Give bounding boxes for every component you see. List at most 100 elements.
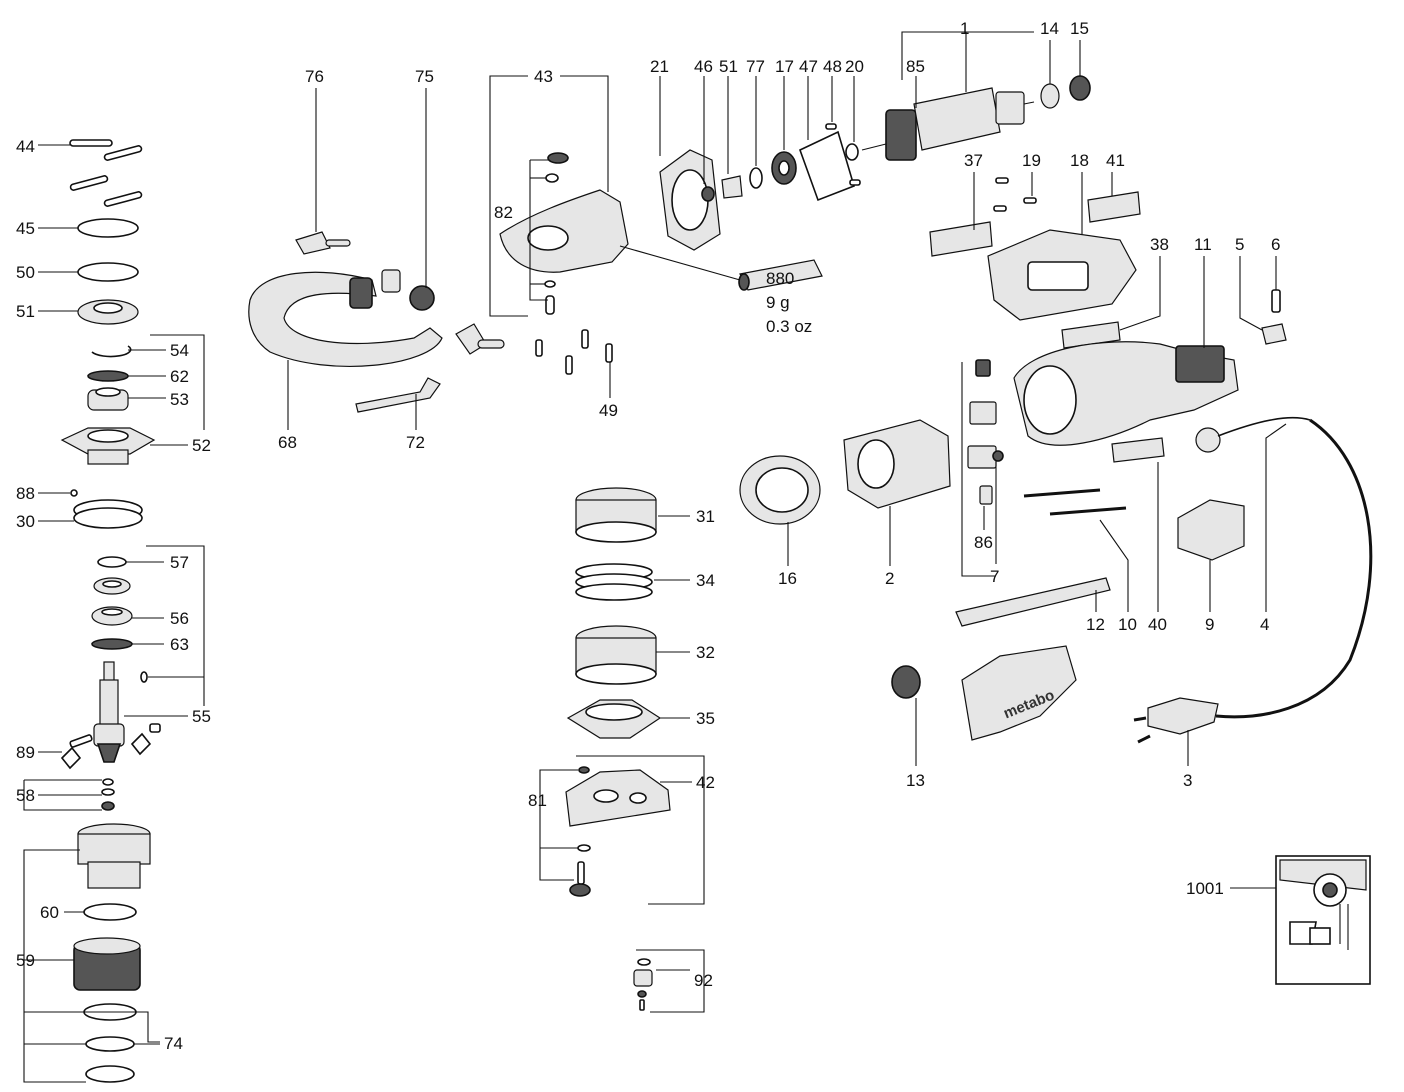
label-54: 54 [170,341,189,360]
label-81: 81 [528,791,547,810]
part-handle-bolt [455,323,505,355]
label-46: 46 [694,57,713,76]
label-62: 62 [170,367,189,386]
label-20: 20 [845,57,864,76]
label-35: 35 [696,709,715,728]
part-56-bearing [91,606,133,626]
part-15-sleeve [1069,75,1091,101]
label-92: 92 [694,971,713,990]
part-3-mains-plug [1133,697,1219,744]
label-2: 2 [885,569,894,588]
part-92-parts [633,958,653,1011]
part-74-ring-c [85,1065,135,1083]
part-19-screws [993,177,1037,212]
label-3: 3 [1183,771,1192,790]
part-5-clamp [1261,323,1287,345]
part-17-bearing [771,151,797,185]
label-30: 30 [16,512,35,531]
label-1001: 1001 [1186,879,1224,898]
label-42: 42 [696,773,715,792]
label-76: 76 [305,67,324,86]
label-72: 72 [406,433,425,452]
label-37: 37 [964,151,983,170]
label-89: 89 [16,743,35,762]
part-cover: metabo [961,645,1077,741]
part-63-wave-washer [91,638,133,650]
part-21-gear-flange [659,149,721,251]
part-42-guard-plate [565,769,671,827]
label-47: 47 [799,57,818,76]
part-2-stator [843,419,951,509]
part-53-bearing [87,387,129,411]
part-52-bearing-flange [60,427,156,465]
label-86: 86 [974,533,993,552]
label-53: 53 [170,390,189,409]
label-18: 18 [1070,151,1089,170]
part-32-ring [575,625,657,685]
label-21: 21 [650,57,669,76]
part-13-cap [891,665,921,699]
part-62-wave-washer [87,370,129,382]
label-75: 75 [415,67,434,86]
part-43-dust-hood [499,189,629,273]
part-49-screws [535,329,613,375]
part-9-switch [1177,499,1245,561]
part-55-spindle [93,661,125,763]
part-48b-screw [849,179,861,186]
part-59-housing [77,823,151,889]
label-4: 4 [1260,615,1269,634]
part-40-label [1111,437,1165,463]
part-44-screws [69,139,143,207]
label-880: 880 [766,269,794,288]
label-9: 9 [1205,615,1214,634]
label-11: 11 [1194,235,1212,254]
part-16-fan-baffle [739,455,821,525]
part-30-ring [73,499,143,529]
label-51: 51 [16,302,35,321]
part-45-o-ring [77,218,139,238]
part-60-ring [83,903,137,921]
label-13: 13 [906,771,925,790]
part-1001-wiring-inset [1275,855,1371,985]
part-89-pins [60,723,161,770]
part-57b-seal [93,577,131,595]
label-52: 52 [192,436,211,455]
part-880-grease-tube [738,259,823,291]
part-12-slide-bar [955,577,1111,627]
label-19: 19 [1022,151,1041,170]
part-54-circlip [91,345,132,358]
part-38-label [1061,321,1121,349]
label-45: 45 [16,219,35,238]
part-11-motor-housing [1013,341,1239,446]
part-75-part [381,269,435,311]
part-48-screw [825,123,837,130]
label-77: 77 [746,57,765,76]
part-10-wires [1023,488,1127,516]
part-55-key [140,671,148,683]
part-1-armature [861,87,1035,161]
label-74: 74 [164,1034,183,1053]
label-63: 63 [170,635,189,654]
part-4-cable [1195,416,1373,719]
label-38: 38 [1150,235,1169,254]
part-37-label [929,221,993,257]
part-20-bushing [845,143,859,161]
label-10: 10 [1118,615,1137,634]
part-68-stirrup-handle [248,271,443,367]
label-60: 60 [40,903,59,922]
label-15: 15 [1070,19,1089,38]
part-81-parts [569,766,591,897]
label-40: 40 [1148,615,1167,634]
part-47-plate [799,130,855,202]
label-grease-g: 9 g [766,293,790,312]
part-7-brush-holders [967,359,1004,469]
part-46-nut [701,186,715,202]
label-88: 88 [16,484,35,503]
label-12: 12 [1086,615,1105,634]
label-16: 16 [778,569,797,588]
label-41: 41 [1106,151,1125,170]
label-43: 43 [534,67,553,86]
part-6-screw [1271,289,1281,313]
part-41-label [1087,191,1141,223]
part-76-bolt [295,231,351,255]
